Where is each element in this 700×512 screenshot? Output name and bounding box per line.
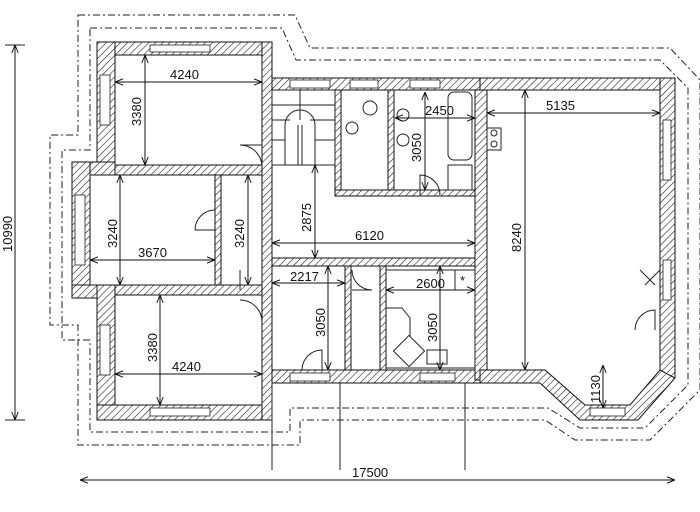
dim-bedroom-top-width: 4240	[170, 67, 199, 82]
terrace-inner-outline	[61, 27, 689, 433]
dim-kitchen-width: 2600	[416, 276, 445, 291]
windows	[74, 44, 672, 417]
dim-bedroom-bottom-width: 4240	[172, 359, 201, 374]
dim-middle-left-depth: 3240	[105, 219, 120, 248]
dim-bedroom-top-depth: 3380	[129, 97, 144, 126]
staircase	[271, 89, 336, 166]
dimension-lines	[15, 45, 675, 480]
bathroom-fixtures	[345, 91, 502, 191]
dim-hall-depth: 2875	[299, 203, 314, 232]
dim-overall-height: 10990	[0, 216, 15, 252]
dim-overall-width: 17500	[352, 465, 388, 480]
dim-kitchen-depth: 3050	[425, 313, 440, 342]
dim-bay-depth: 1130	[588, 375, 603, 403]
dim-living-width: 5135	[546, 98, 575, 113]
dim-hall-width: 6120	[355, 228, 384, 243]
kitchen-mark: *	[460, 273, 465, 288]
dim-lower-room-width: 2217	[290, 269, 319, 284]
dim-bedroom-bottom-depth: 3380	[145, 333, 160, 362]
doors	[194, 144, 661, 371]
dim-bathroom-depth: 3050	[409, 133, 424, 162]
dim-middle-right-depth: 3240	[232, 219, 247, 248]
dim-middle-width: 3670	[138, 245, 167, 260]
dim-bathroom-width: 2450	[425, 103, 454, 118]
dim-living-depth: 8240	[509, 223, 524, 252]
dim-lower-room-depth: 3050	[313, 308, 328, 337]
dimension-labels: 4240 3380 3240 3240 3670 3380 4240 2450 …	[0, 67, 603, 480]
